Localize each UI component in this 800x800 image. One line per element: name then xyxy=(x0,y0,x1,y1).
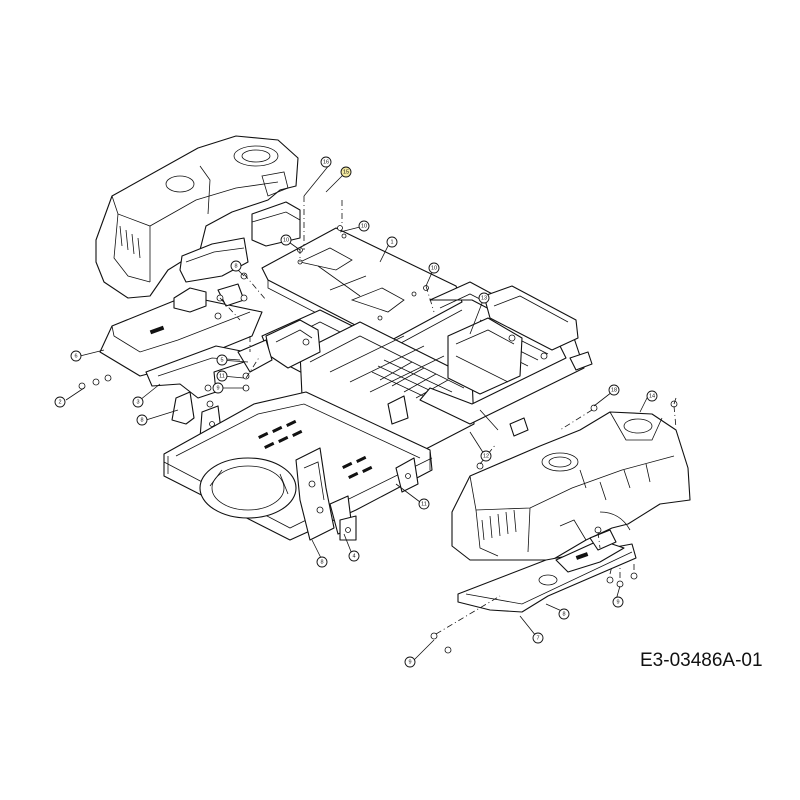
drawing-number: E3-03486A-01 xyxy=(640,650,763,671)
callout-1: 1 xyxy=(386,236,398,248)
callout-15: 15 xyxy=(340,166,352,178)
callout-4: 4 xyxy=(348,550,360,562)
callout-label: 1 xyxy=(390,239,393,245)
main-frame xyxy=(237,281,593,453)
callout-8a: 8 xyxy=(230,260,242,272)
callout-label: 11 xyxy=(219,373,225,379)
leader-lines xyxy=(65,163,677,661)
callout-label: 6 xyxy=(74,353,77,359)
callout-6: 6 xyxy=(70,350,82,362)
callout-label: 2 xyxy=(58,399,61,405)
callout-label: 3 xyxy=(136,399,139,405)
callout-label: 10 xyxy=(283,237,289,243)
callout-label: 10 xyxy=(431,265,437,271)
callout-label: 4 xyxy=(352,553,355,559)
callout-label: 8 xyxy=(320,559,323,565)
callout-label: 11 xyxy=(421,501,427,507)
callout-label: 16 xyxy=(323,159,329,165)
rear-fender-left xyxy=(95,135,301,299)
callout-9b: 9 xyxy=(612,596,624,608)
callout-3: 3 xyxy=(132,396,144,408)
callout-label: 5 xyxy=(220,357,223,363)
callout-label: 18 xyxy=(611,387,617,393)
callout-label: 8 xyxy=(234,263,237,269)
callout-9a: 9 xyxy=(212,382,224,394)
callout-8c: 8 xyxy=(316,556,328,568)
callout-label: 9 xyxy=(616,599,619,605)
callout-18: 18 xyxy=(608,384,620,396)
rear-fender-right xyxy=(451,411,691,561)
callout-5: 5 xyxy=(216,354,228,366)
callout-11a: 11 xyxy=(216,370,228,382)
callout-7: 7 xyxy=(532,632,544,644)
callout-11b: 11 xyxy=(418,498,430,510)
callout-10a: 10 xyxy=(358,220,370,232)
callout-8d: 8 xyxy=(558,608,570,620)
callout-label: 15 xyxy=(343,169,349,175)
callout-2: 2 xyxy=(54,396,66,408)
callout-9c: 9 xyxy=(404,656,416,668)
callout-16: 16 xyxy=(320,156,332,168)
callout-label: 10 xyxy=(361,223,367,229)
callout-13: 13 xyxy=(478,292,490,304)
floor-pan xyxy=(163,391,433,541)
assembly-lines xyxy=(219,196,677,635)
callout-10b: 10 xyxy=(280,234,292,246)
right-mounting-plate xyxy=(457,529,637,613)
callout-label: 9 xyxy=(408,659,411,665)
callout-12: 12 xyxy=(480,450,492,462)
floor-vent-slots xyxy=(258,419,373,479)
callout-14: 14 xyxy=(646,390,658,402)
callout-label: 7 xyxy=(536,635,539,641)
callout-label: 14 xyxy=(649,393,655,399)
callout-8b: 8 xyxy=(136,414,148,426)
callout-label: 13 xyxy=(481,295,487,301)
fasteners xyxy=(78,225,678,654)
callout-label: 8 xyxy=(562,611,565,617)
callout-label: 8 xyxy=(140,417,143,423)
callout-label: 12 xyxy=(483,453,489,459)
callout-label: 9 xyxy=(216,385,219,391)
callout-10c: 10 xyxy=(428,262,440,274)
